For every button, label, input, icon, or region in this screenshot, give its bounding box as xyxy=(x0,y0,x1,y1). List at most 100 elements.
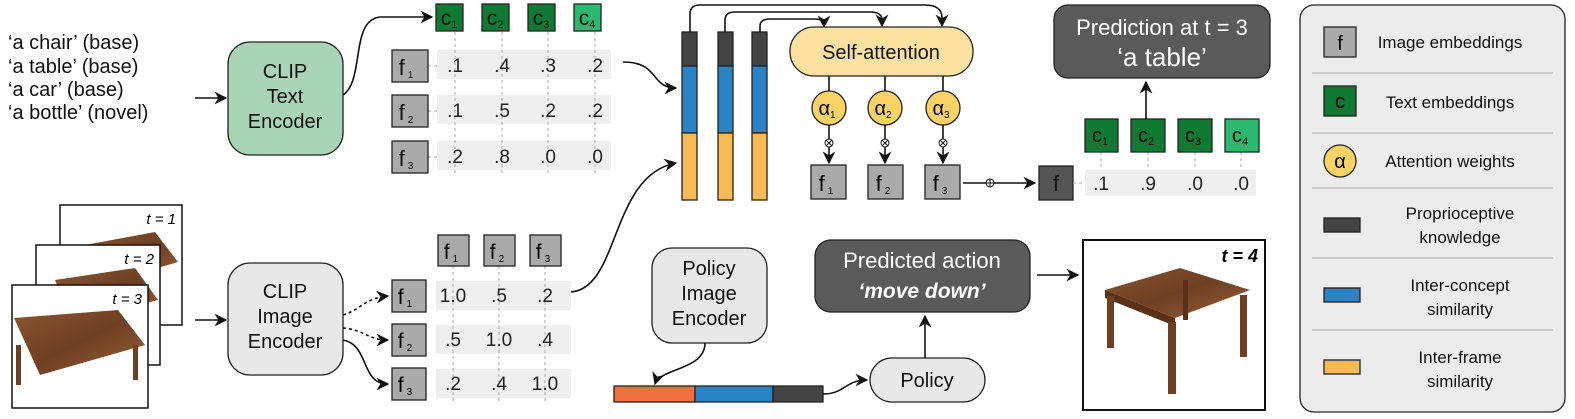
text-embedding-c1: c1 xyxy=(435,3,464,32)
svg-text:t = 1: t = 1 xyxy=(146,211,176,228)
svg-text:Inter-frame: Inter-frame xyxy=(1418,348,1501,367)
svg-text:.4: .4 xyxy=(537,330,553,351)
alpha-1: α1 xyxy=(811,90,847,126)
concept-list: ‘a chair’ (base) ‘a table’ (base) ‘a car… xyxy=(8,32,148,124)
legend-inter-frame: Inter-frame similarity xyxy=(1323,348,1502,391)
text-embeddings-row: c1 c2 c3 c4 xyxy=(435,3,602,32)
svg-text:f1: f1 xyxy=(398,286,413,310)
score-c2: c2 xyxy=(1130,118,1166,153)
svg-text:f2: f2 xyxy=(398,330,413,354)
clip-image-encoder: CLIP Image Encoder xyxy=(227,262,344,376)
svg-text:α2: α2 xyxy=(874,98,892,121)
svg-text:Self-attention: Self-attention xyxy=(822,42,940,64)
svg-text:c2: c2 xyxy=(487,7,504,31)
svg-text:f3: f3 xyxy=(933,171,948,197)
next-frame-t4: t = 4 xyxy=(1082,239,1266,411)
input-frames: t = 1 t = 2 t = 3 xyxy=(11,204,183,409)
svg-text:similarity: similarity xyxy=(1427,372,1494,391)
svg-text:t = 3: t = 3 xyxy=(112,291,142,308)
svg-text:.5: .5 xyxy=(491,286,507,307)
text-embedding-c3: c3 xyxy=(527,3,556,32)
svg-text:.2: .2 xyxy=(537,286,553,307)
svg-text:Inter-concept: Inter-concept xyxy=(1410,276,1509,295)
svg-text:c: c xyxy=(1335,91,1345,113)
svg-text:c3: c3 xyxy=(533,7,550,31)
attention-weights: α1 α2 α3 xyxy=(811,76,961,165)
frame-t3: t = 3 xyxy=(11,284,149,409)
svg-text:Text: Text xyxy=(267,86,304,108)
svg-text:f2: f2 xyxy=(876,171,891,197)
svg-text:.3: .3 xyxy=(540,56,556,77)
svg-text:.2: .2 xyxy=(445,374,461,395)
predicted-action-box: Predicted action ‘move down’ xyxy=(814,239,1031,313)
feature-bar-2 xyxy=(717,31,734,201)
svg-text:Policy: Policy xyxy=(900,370,953,392)
svg-text:‘move down’: ‘move down’ xyxy=(858,280,986,303)
svg-text:f3: f3 xyxy=(398,374,413,398)
svg-text:f1: f1 xyxy=(444,241,459,265)
svg-text:t = 2: t = 2 xyxy=(124,251,154,268)
feature-bars xyxy=(681,31,768,201)
svg-text:c1: c1 xyxy=(441,7,458,31)
aggregated-embedding: f xyxy=(1038,165,1074,201)
svg-text:.1: .1 xyxy=(1093,174,1109,195)
svg-text:c2: c2 xyxy=(1138,125,1154,148)
svg-text:.1: .1 xyxy=(447,101,463,122)
svg-text:.0: .0 xyxy=(1187,174,1203,195)
legend-text-embeddings: c Text embeddings xyxy=(1323,85,1515,117)
svg-text:‘a table’ (base): ‘a table’ (base) xyxy=(8,56,138,78)
svg-text:1.0: 1.0 xyxy=(532,374,558,395)
svg-text:c3: c3 xyxy=(1185,125,1201,148)
svg-text:c4: c4 xyxy=(1232,125,1248,148)
svg-text:f3: f3 xyxy=(536,241,551,265)
svg-text:.2: .2 xyxy=(447,147,463,168)
text-embedding-c2: c2 xyxy=(481,3,510,32)
svg-text:t = 4: t = 4 xyxy=(1221,246,1258,266)
svg-text:‘a car’ (base): ‘a car’ (base) xyxy=(8,79,124,101)
svg-text:.2: .2 xyxy=(540,101,556,122)
svg-text:.1: .1 xyxy=(447,56,463,77)
svg-text:f: f xyxy=(1053,171,1060,196)
prediction-box: Prediction at t = 3 ‘a table’ xyxy=(1053,4,1271,79)
policy-input-vector xyxy=(613,385,824,403)
svg-text:Prediction at t = 3: Prediction at t = 3 xyxy=(1076,15,1248,40)
svg-text:Text embeddings: Text embeddings xyxy=(1386,93,1515,112)
self-attention-block: Self-attention xyxy=(789,26,974,77)
svg-text:f2: f2 xyxy=(490,241,505,265)
svg-text:‘a chair’ (base): ‘a chair’ (base) xyxy=(8,32,139,54)
svg-text:.4: .4 xyxy=(494,56,510,77)
svg-text:.8: .8 xyxy=(494,147,510,168)
svg-text:f1: f1 xyxy=(399,55,414,81)
svg-text:Image: Image xyxy=(257,306,313,328)
svg-text:.2: .2 xyxy=(587,101,603,122)
policy-image-encoder: Policy Image Encoder xyxy=(651,247,768,344)
text-embedding-c4: c4 xyxy=(573,3,602,32)
svg-text:α3: α3 xyxy=(932,98,950,121)
policy-block: Policy xyxy=(869,357,986,403)
svg-text:.0: .0 xyxy=(1233,174,1249,195)
svg-text:c1: c1 xyxy=(1092,125,1108,148)
feature-bar-1 xyxy=(681,31,698,201)
feature-bar-3 xyxy=(751,31,768,201)
svg-text:1.0: 1.0 xyxy=(486,330,512,351)
svg-text:CLIP: CLIP xyxy=(263,281,307,303)
svg-text:‘a table’: ‘a table’ xyxy=(1117,42,1207,72)
svg-text:α1: α1 xyxy=(818,98,836,121)
